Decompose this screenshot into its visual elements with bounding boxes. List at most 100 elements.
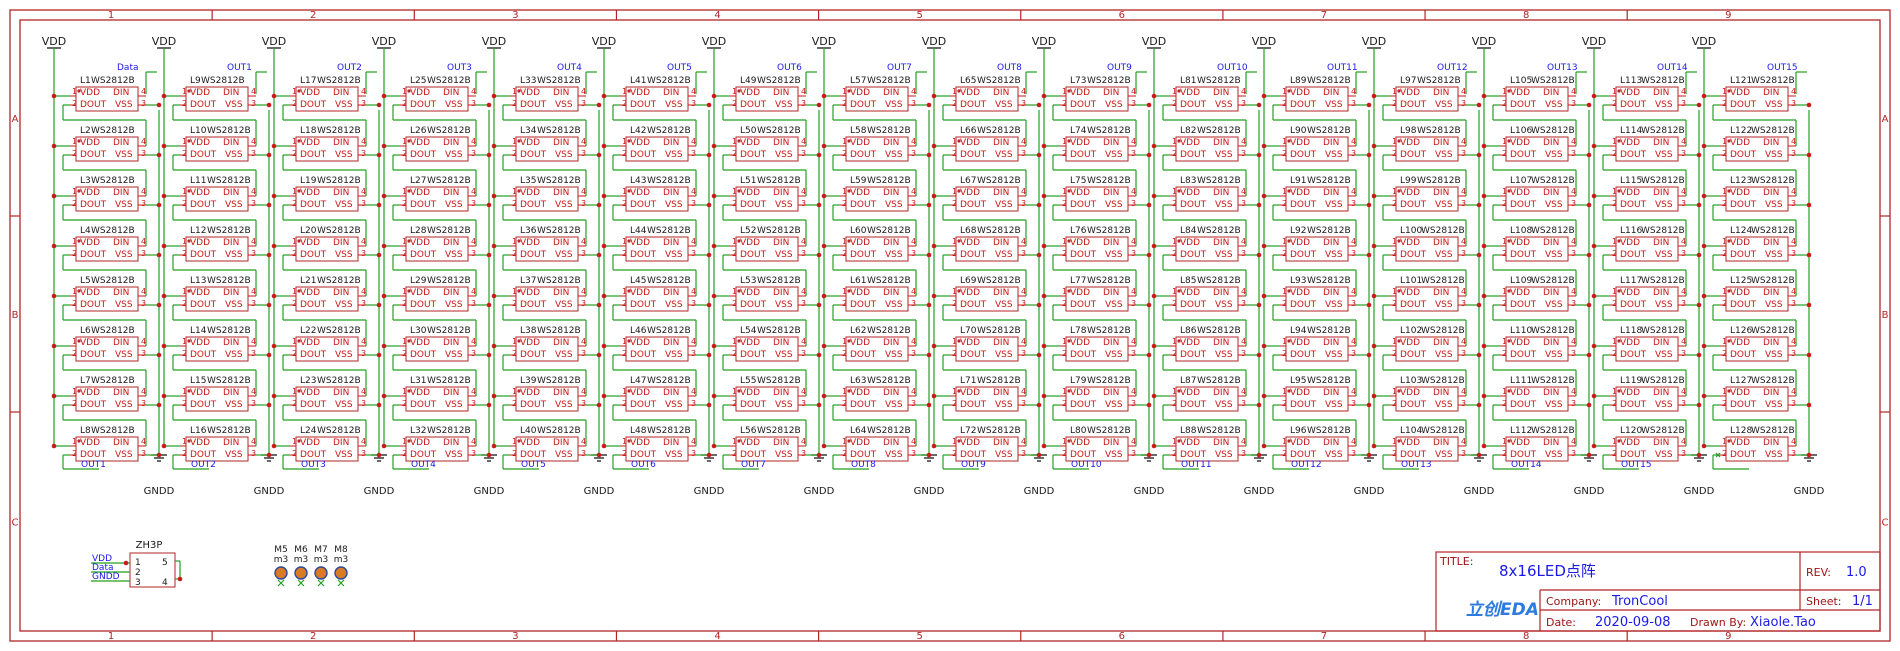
pin-dout: DOUT	[300, 200, 327, 210]
vdd-junction	[51, 443, 57, 449]
pin-number: 4	[1351, 187, 1356, 196]
pin-dout: DOUT	[1620, 250, 1647, 260]
pin-vss: VSS	[1545, 100, 1563, 110]
led-ref: L81	[1180, 76, 1196, 86]
led-part: WS2812B	[1421, 376, 1465, 386]
pin-number: 3	[1241, 249, 1246, 258]
vdd-junction	[1261, 143, 1267, 149]
led-ref: L56	[740, 426, 757, 436]
led-part: WS2812B	[1197, 326, 1241, 336]
vdd-junction	[931, 293, 937, 299]
led-part: WS2812B	[317, 326, 361, 336]
gnd-junction	[1806, 152, 1812, 158]
gnd-junction	[1476, 102, 1482, 108]
pin-number: 1	[842, 437, 847, 446]
vdd-junction	[1591, 193, 1597, 199]
pin-number: 3	[361, 99, 366, 108]
pin-dout: DOUT	[80, 250, 107, 260]
led-part: WS2812B	[757, 376, 801, 386]
led-ref: L119	[1620, 376, 1642, 386]
pin1-marker	[77, 189, 81, 193]
pin-vss: VSS	[995, 250, 1013, 260]
pin-number: 3	[911, 399, 916, 408]
led-ref: L6	[80, 326, 91, 336]
gnd-junction	[266, 252, 272, 258]
gnd-junction	[266, 102, 272, 108]
pin-vdd: VDD	[520, 238, 540, 248]
pin-dout: DOUT	[190, 250, 217, 260]
gnd-junction	[706, 302, 712, 308]
pin-vss: VSS	[1765, 100, 1783, 110]
led-part: WS2812B	[1531, 226, 1575, 236]
pin-dout: DOUT	[1400, 200, 1427, 210]
led-ref: L52	[740, 226, 756, 236]
pin-dout: DOUT	[410, 250, 437, 260]
gnd-junction	[1256, 252, 1262, 258]
pin-number: 3	[691, 99, 696, 108]
pin-vdd: VDD	[740, 238, 760, 248]
pin-number: 2	[1392, 199, 1397, 208]
pin-dout: DOUT	[410, 300, 437, 310]
pin1-marker	[77, 389, 81, 393]
led-ref: L116	[1620, 226, 1642, 236]
vdd-junction	[1261, 243, 1267, 249]
led-body	[1505, 386, 1569, 412]
pin-dout: DOUT	[190, 150, 217, 160]
vdd-junction	[51, 393, 57, 399]
led-ref: L30	[410, 326, 427, 336]
pin1-marker	[627, 239, 631, 243]
pin-vdd: VDD	[850, 138, 870, 148]
pin-vdd: VDD	[410, 138, 430, 148]
pin-number: 4	[1461, 287, 1466, 296]
border-column-label: 5	[916, 631, 922, 642]
pin-vss: VSS	[1105, 450, 1123, 460]
pin-din: DIN	[1323, 238, 1339, 248]
pin-number: 1	[1722, 437, 1727, 446]
led-part: WS2812B	[1197, 176, 1241, 186]
pin-number: 2	[1502, 149, 1507, 158]
vdd-junction	[1151, 393, 1157, 399]
pin-dout: DOUT	[960, 200, 987, 210]
hole-value: m3	[334, 555, 349, 565]
led-body	[1505, 136, 1569, 162]
led-body	[1615, 236, 1679, 262]
pin-number: 3	[141, 399, 146, 408]
pin-number: 4	[141, 437, 146, 446]
pin-vdd: VDD	[410, 388, 430, 398]
pin-number: 1	[1172, 87, 1177, 96]
led-ref: L21	[300, 276, 316, 286]
vdd-junction	[381, 393, 387, 399]
pin1-marker	[1397, 389, 1401, 393]
pin-number: 3	[1791, 199, 1796, 208]
led-body	[1065, 336, 1129, 362]
pin-vdd: VDD	[1290, 388, 1310, 398]
pin-din: DIN	[1763, 288, 1779, 298]
pin-dout: DOUT	[1730, 400, 1757, 410]
pin-number: 4	[471, 287, 476, 296]
pin-vss: VSS	[1435, 400, 1453, 410]
pin-number: 4	[361, 287, 366, 296]
vdd-junction	[1701, 143, 1707, 149]
pin-dout: DOUT	[1620, 100, 1647, 110]
pin-number: 2	[72, 199, 77, 208]
pin-vss: VSS	[1765, 250, 1783, 260]
pin1-marker	[187, 439, 191, 443]
led-part: WS2812B	[1421, 226, 1465, 236]
pin-number: 1	[952, 337, 957, 346]
led-ref: L118	[1620, 326, 1642, 336]
led-ref: L103	[1400, 376, 1422, 386]
gnd-junction	[1366, 102, 1372, 108]
pin-number: 3	[1681, 99, 1686, 108]
led-ref: L27	[410, 176, 426, 186]
pin-number: 4	[141, 87, 146, 96]
